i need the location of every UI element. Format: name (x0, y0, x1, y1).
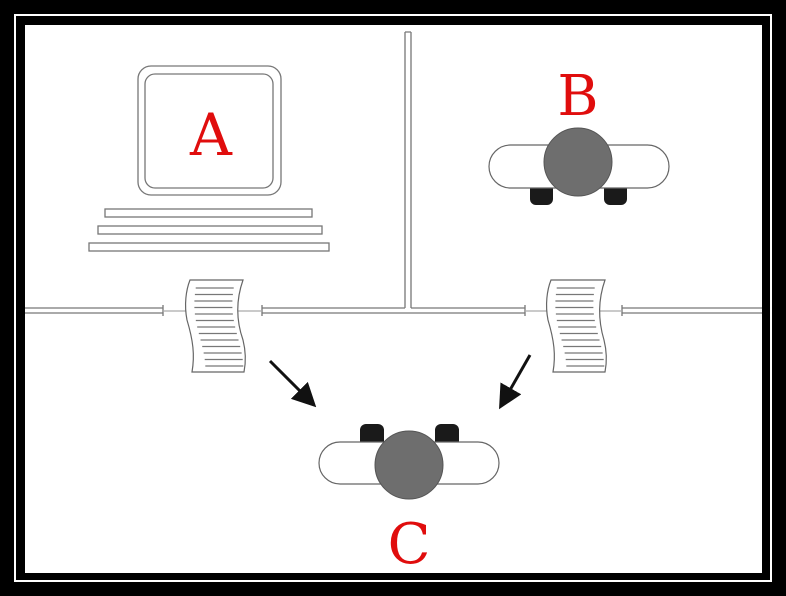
frame-inner-line (14, 14, 772, 582)
arrow-right (499, 354, 532, 410)
computer (88, 65, 330, 252)
paper-note-right (545, 279, 607, 373)
keyboard-bar (97, 225, 323, 235)
label-c: C (388, 512, 431, 577)
paper-note-left (184, 279, 246, 373)
monitor-outer (137, 65, 282, 196)
label-b: B (557, 64, 598, 129)
keyboard-bar (104, 208, 313, 218)
person-c (318, 424, 500, 500)
monitor-screen (144, 73, 274, 189)
head-icon (543, 127, 613, 197)
label-a: A (189, 101, 233, 169)
head-icon (374, 430, 444, 500)
keyboard-bar (88, 242, 330, 252)
person-b (488, 127, 670, 205)
arrow-left (268, 359, 317, 408)
